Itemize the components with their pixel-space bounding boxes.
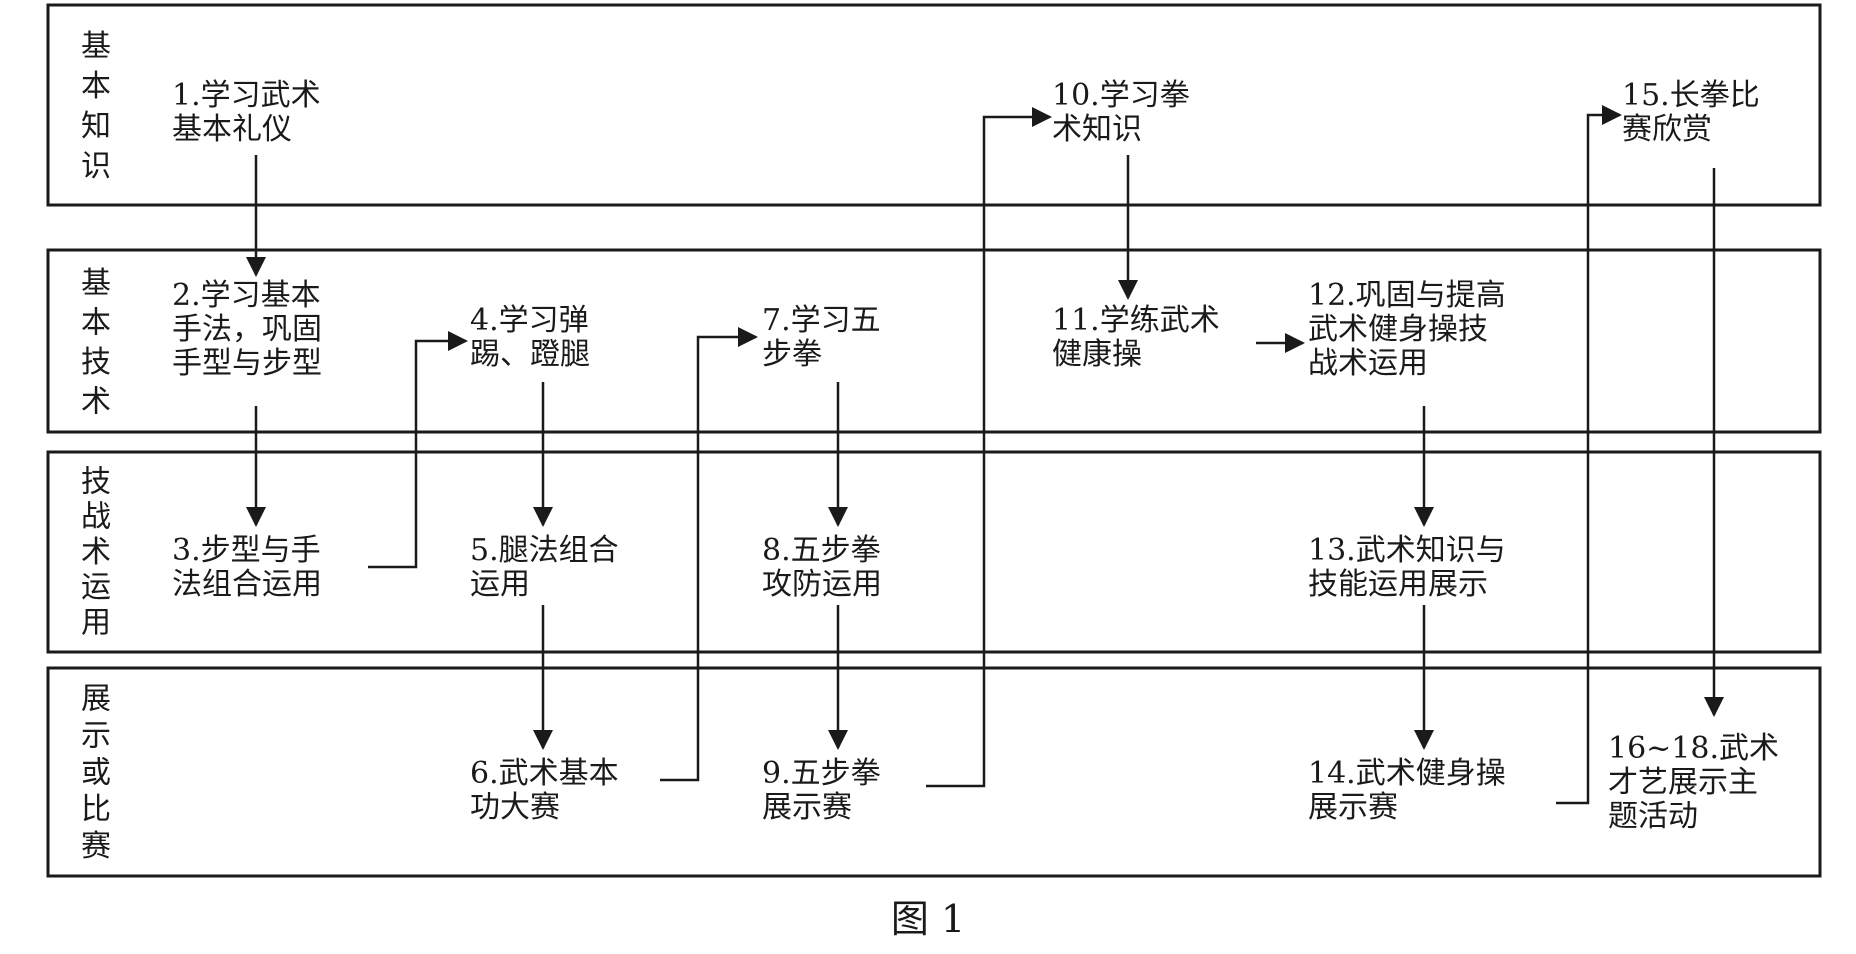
step-node-text: 4.学习弹	[470, 303, 589, 338]
row-label-char: 或	[81, 755, 111, 790]
row-label-char: 术	[81, 535, 111, 570]
step-node-text: 2.学习基本	[172, 278, 321, 313]
step-node-text: 11.学练武术	[1052, 303, 1220, 338]
step-node-text: 7.学习五	[762, 303, 881, 338]
step-node-text: 9.五步拳	[762, 756, 881, 791]
step-node-text: 3.步型与手	[172, 533, 321, 568]
step-node-text: 运用	[470, 567, 530, 602]
step-node-text: 步拳	[762, 337, 822, 372]
row-label-char: 赛	[81, 829, 111, 864]
row-label-char: 示	[81, 719, 111, 754]
row-label-char: 运	[81, 570, 111, 605]
row-label-char: 本	[81, 305, 111, 340]
row-label-char: 技	[81, 345, 111, 380]
step-node-text: 手法，巩固	[172, 312, 322, 347]
row-band-application	[46, 450, 1822, 654]
step-node-text: 1.学习武术	[172, 78, 321, 113]
arrow-n6-n7	[660, 327, 758, 782]
arrow-n9-n10	[926, 107, 1052, 788]
row-label-char: 用	[81, 605, 111, 640]
arrow-n14-n15	[1556, 105, 1622, 805]
step-node-text: 术知识	[1052, 112, 1142, 147]
arrow-n3-n4	[368, 331, 468, 569]
step-node-text: 踢、蹬腿	[470, 337, 590, 372]
step-node-text: 14.武术健身操	[1308, 756, 1506, 791]
step-node-text: 法组合运用	[172, 567, 322, 602]
step-node-text: 展示赛	[1308, 790, 1398, 825]
step-node-text: 基本礼仪	[172, 112, 292, 147]
step-node-text: 功大赛	[470, 790, 560, 825]
row-label-char: 技	[81, 464, 111, 499]
row-label-char: 基	[81, 29, 111, 64]
step-node-text: 12.巩固与提高	[1308, 278, 1506, 313]
step-node-text: 10.学习拳	[1052, 78, 1190, 113]
row-label-char: 识	[81, 149, 111, 184]
row-label-char: 战	[81, 500, 111, 535]
step-node-text: 5.腿法组合	[470, 533, 619, 568]
step-node-text: 赛欣赏	[1622, 112, 1712, 147]
step-node-text: 攻防运用	[762, 567, 882, 602]
row-label-char: 本	[81, 69, 111, 104]
row-label-char: 比	[81, 792, 111, 827]
step-node-text: 才艺展示主	[1608, 765, 1758, 800]
row-label-char: 知	[81, 109, 111, 144]
row-band-skill	[46, 248, 1822, 434]
step-node-text: 技能运用展示	[1308, 567, 1488, 602]
row-label-char: 术	[81, 384, 111, 419]
step-node-text: 13.武术知识与	[1308, 533, 1506, 568]
figure-caption: 图 1	[890, 897, 966, 941]
step-node-text: 8.五步拳	[762, 533, 881, 568]
row-label-char: 展	[81, 682, 111, 717]
row-label-char: 基	[81, 266, 111, 301]
row-band-competition	[46, 666, 1822, 878]
step-node-text: 题活动	[1608, 799, 1698, 834]
step-node-text: 手型与步型	[172, 346, 322, 381]
step-node-text: 16~18.武术	[1608, 731, 1779, 766]
step-node-text: 展示赛	[762, 790, 852, 825]
step-node-text: 战术运用	[1308, 346, 1428, 381]
flow-arrows	[246, 105, 1724, 805]
step-node-text: 健康操	[1052, 337, 1142, 372]
step-node-text: 6.武术基本	[470, 756, 619, 791]
row-band-knowledge	[46, 3, 1822, 207]
step-node-text: 武术健身操技	[1308, 312, 1488, 347]
step-node-text: 15.长拳比	[1622, 78, 1760, 113]
